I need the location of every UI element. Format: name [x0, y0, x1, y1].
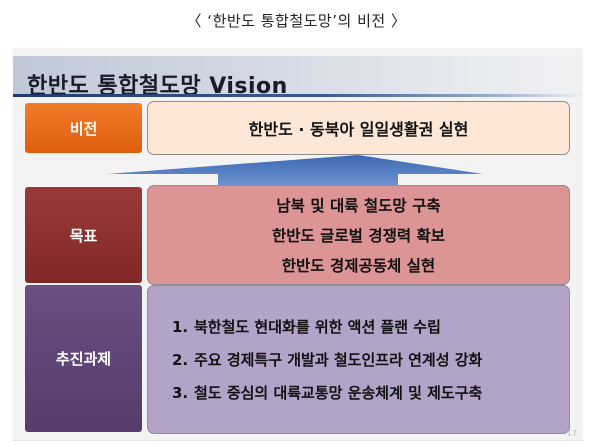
- vision-content: 한반도 · 동북아 일일생활권 실현: [147, 101, 570, 155]
- page-number: 17: [566, 429, 577, 438]
- vision-label-text: 비전: [69, 119, 98, 138]
- figure-caption: 〈 ‘한반도 통합철도망’의 비전 〉: [186, 12, 407, 30]
- goal-label: 목표: [25, 187, 142, 283]
- goal-label-text: 목표: [69, 226, 98, 245]
- task-text: 북한철도 현대화를 위한 액션 플랜 수립: [194, 318, 441, 336]
- tasks-content: 1. 북한철도 현대화를 위한 액션 플랜 수립 2. 주요 경제특구 개발과 …: [147, 285, 570, 434]
- vision-text: 한반도 · 동북아 일일생활권 실현: [248, 120, 469, 139]
- task-item: 2. 주요 경제특구 개발과 철도인프라 연계성 강화: [172, 349, 569, 370]
- task-number: 3.: [172, 384, 189, 402]
- task-text: 주요 경제특구 개발과 철도인프라 연계성 강화: [194, 351, 483, 369]
- slide-header-band: 한반도 통합철도망 Vision: [13, 56, 583, 99]
- slide-header-underline: [13, 94, 583, 97]
- vision-label: 비전: [25, 103, 142, 153]
- goal-line: 남북 및 대륙 철도망 구축: [276, 197, 441, 215]
- task-number: 1.: [172, 318, 189, 336]
- upward-arrow-icon: [107, 155, 483, 187]
- task-text: 철도 중심의 대륙교통망 운송체계 및 제도구축: [194, 384, 483, 402]
- task-number: 2.: [172, 351, 189, 369]
- vision-slide: 한반도 통합철도망 Vision 비전 한반도 · 동북아 일일생활권 실현 목…: [13, 48, 583, 441]
- goal-line: 한반도 글로벌 경쟁력 확보: [271, 227, 446, 245]
- goal-line: 한반도 경제공동체 실현: [281, 257, 436, 275]
- arrow-shape: [107, 155, 483, 187]
- task-item: 1. 북한철도 현대화를 위한 액션 플랜 수립: [172, 316, 569, 337]
- goal-content: 남북 및 대륙 철도망 구축 한반도 글로벌 경쟁력 확보 한반도 경제공동체 …: [147, 185, 570, 285]
- tasks-label: 추진과제: [25, 285, 142, 432]
- tasks-label-text: 추진과제: [55, 350, 112, 368]
- task-item: 3. 철도 중심의 대륙교통망 운송체계 및 제도구축: [172, 382, 569, 403]
